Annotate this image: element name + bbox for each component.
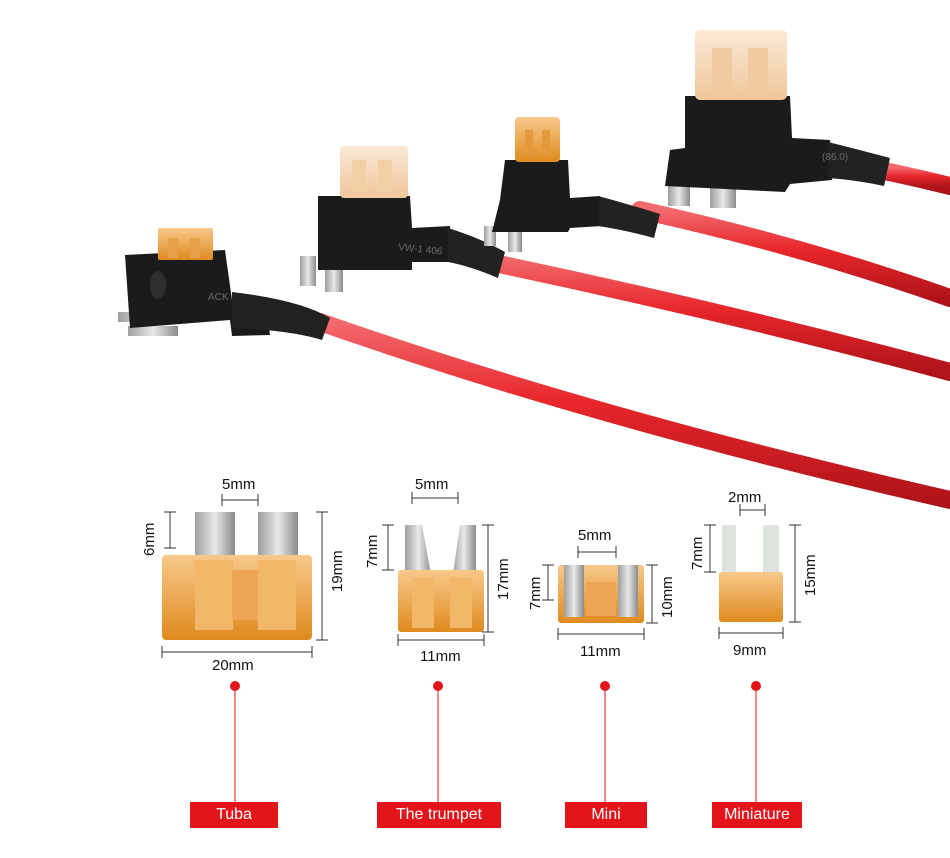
label-pointers	[230, 681, 761, 802]
fuse-tap-holder-2	[300, 146, 505, 292]
fuse-tap-holder-1	[118, 228, 330, 340]
fuse-trumpet: 5mm 7mm 17mm 11mm	[364, 476, 512, 665]
fuse-miniature: 2mm 7mm 15mm 9mm	[689, 489, 819, 659]
tuba-dim-top: 5mm	[222, 476, 255, 493]
holder-mark-3: (86.0)	[822, 152, 848, 163]
label-the-trumpet: The trumpet	[377, 802, 501, 828]
fuse-tuba: 5mm 6mm 19mm 20mm	[141, 476, 346, 674]
label-tuba: Tuba	[190, 802, 278, 828]
trumpet-dim-left: 7mm	[364, 535, 381, 568]
miniature-dim-right: 15mm	[802, 554, 819, 596]
tuba-dim-bottom: 20mm	[212, 657, 254, 674]
holder-mark-2: VW-1 406	[398, 242, 444, 258]
mini-dim-top: 5mm	[578, 527, 611, 544]
fuse-mini: 5mm 7mm 10mm 11mm	[527, 527, 676, 660]
miniature-dim-left: 7mm	[689, 537, 706, 570]
fuse-tap-holder-4	[665, 30, 890, 208]
trumpet-dim-right: 17mm	[495, 558, 512, 600]
mini-dim-right: 10mm	[659, 576, 676, 618]
trumpet-dim-bottom: 11mm	[420, 648, 461, 665]
fuse-tap-holder-3	[484, 117, 660, 252]
mini-dim-bottom: 11mm	[580, 643, 621, 660]
label-mini: Mini	[565, 802, 647, 828]
holder-mark-1: ACK	[208, 292, 229, 303]
tuba-dim-right: 19mm	[329, 550, 346, 592]
tuba-dim-left: 6mm	[141, 523, 158, 556]
mini-dim-left: 7mm	[527, 577, 544, 610]
holder-markings: ACK VW-1 406 (86.0)	[208, 152, 848, 303]
miniature-dim-top: 2mm	[728, 489, 761, 506]
miniature-dim-bottom: 9mm	[733, 642, 766, 659]
trumpet-dim-top: 5mm	[415, 476, 448, 493]
label-miniature: Miniature	[712, 802, 802, 828]
